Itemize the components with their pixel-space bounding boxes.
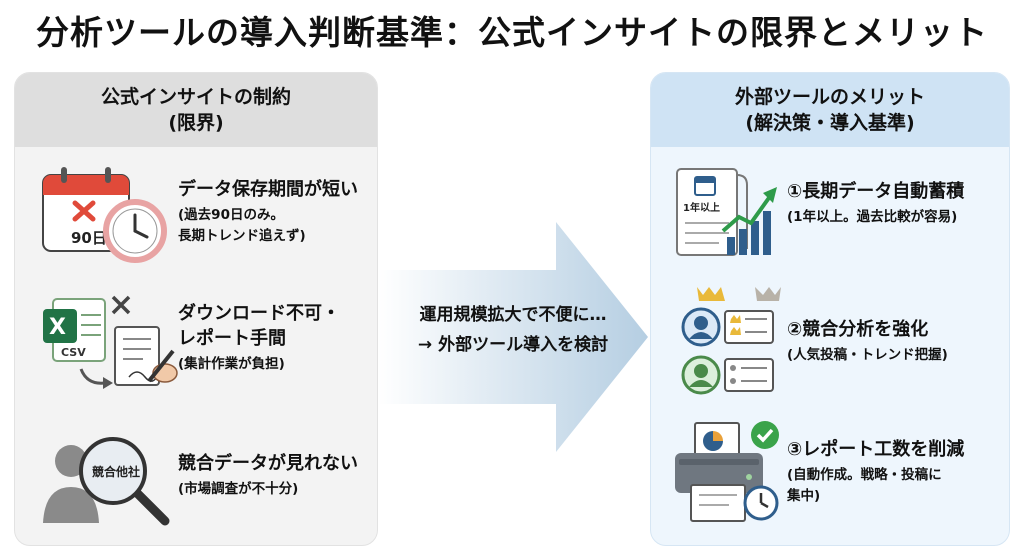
competitor-label: 競合他社 [92, 464, 140, 479]
constraint-title: データ保存期間が短い [178, 179, 358, 200]
constraint-item-retention: データ保存期間が短い (過去90日のみ。長期トレンド追えず) [178, 177, 358, 247]
merit-title: ③レポート工数を削減 [787, 439, 965, 460]
merit-item-competitor: ②競合分析を強化 (人気投稿・トレンド把握) [787, 317, 948, 366]
merit-title: ①長期データ自動蓄積 [787, 181, 965, 202]
csv-label: CSV [61, 346, 86, 359]
merits-panel-header: 外部ツールのメリット (解決策・導入基準) [651, 73, 1009, 147]
constraint-sub: (市場調査が不十分) [178, 481, 299, 497]
merit-title: ②競合分析を強化 [787, 319, 929, 340]
page-title: 分析ツールの導入判断基準：公式インサイトの限界とメリット [36, 13, 988, 52]
calendar-label: 90日 [71, 229, 107, 247]
constraint-title: ダウンロード不可・レポート手間 [178, 303, 340, 349]
merit-sub: (自動作成。戦略・投稿に集中) [787, 467, 942, 504]
merit-item-report: ③レポート工数を削減 (自動作成。戦略・投稿に集中) [787, 437, 964, 507]
competitor-ranking-icon [681, 287, 781, 395]
calendar-clock-icon: 90日 [42, 167, 167, 263]
constraint-sub: (集計作業が負担) [178, 356, 285, 372]
auto-report-printer-icon [675, 421, 779, 522]
constraint-item-competitor: 競合データが見れない (市場調査が不十分) [178, 451, 358, 500]
constraints-panel-header: 公式インサイトの制約 (限界) [15, 73, 377, 147]
merits-heading: 外部ツールのメリット [734, 86, 925, 108]
constraint-sub: (過去90日のみ。長期トレンド追えず) [178, 207, 306, 244]
constraints-panel: 公式インサイトの制約 (限界) 90日 データ保存期間が短い (過去90日のみ。… [14, 72, 378, 546]
merits-panel: 外部ツールのメリット (解決策・導入基準) 1年以上 ①長期データ自動蓄積 (1… [650, 72, 1010, 546]
constraint-item-download: ダウンロード不可・レポート手間 (集計作業が負担) [178, 301, 340, 375]
merit-item-long-term: ①長期データ自動蓄積 (1年以上。過去比較が容易) [787, 179, 964, 228]
merit-sub: (1年以上。過去比較が容易) [787, 209, 958, 225]
magnifier-competitor-icon: 競合他社 [43, 437, 170, 526]
long-term-data-chart-icon: 1年以上 [676, 168, 777, 256]
transition-arrow [378, 222, 648, 452]
transition-text: 運用規模拡大で不便に…→ 外部ツール導入を検討 [417, 305, 609, 355]
long-term-label: 1年以上 [683, 201, 720, 214]
svg-text:X: X [49, 315, 66, 340]
merits-subheading: (解決策・導入基準) [745, 112, 915, 134]
constraints-heading: 公式インサイトの制約 [100, 86, 291, 108]
csv-download-disabled-icon: X CSV [43, 295, 178, 389]
constraints-subheading: (限界) [168, 112, 224, 134]
merit-sub: (人気投稿・トレンド把握) [787, 347, 948, 363]
constraint-title: 競合データが見れない [178, 453, 358, 474]
